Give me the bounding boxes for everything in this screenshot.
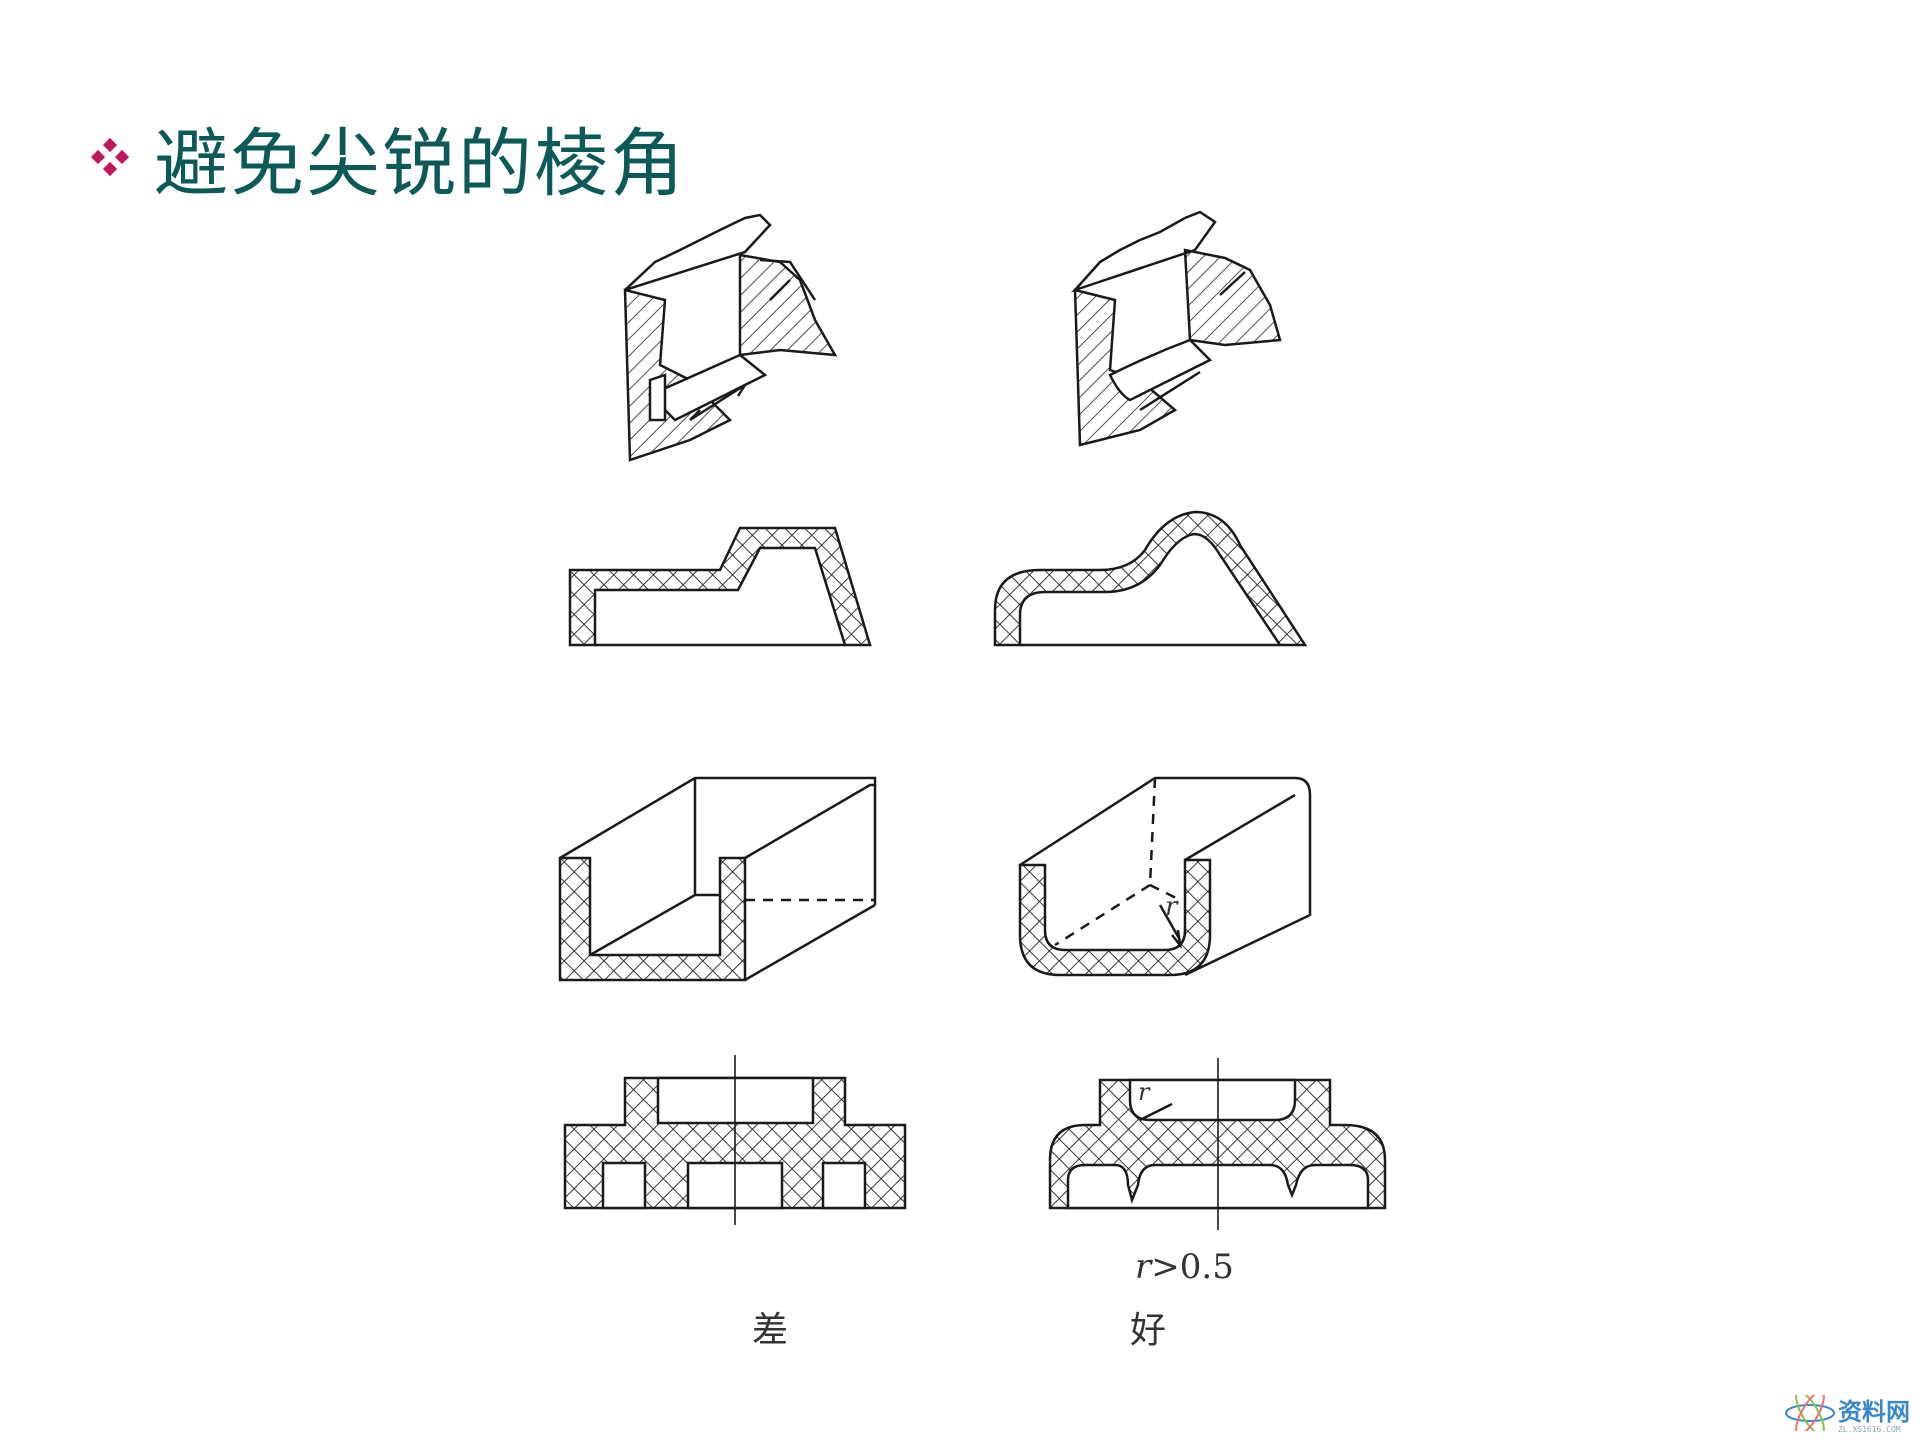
stepped-section-bad	[563, 1055, 907, 1225]
radius-note-r: r	[1135, 1247, 1153, 1287]
radius-note: r>0.5	[1135, 1247, 1234, 1287]
groove-section-good	[1070, 210, 1282, 447]
u-channel-bad	[558, 776, 877, 982]
profile-section-bad	[568, 526, 872, 647]
slide-title: 避免尖锐的棱角	[90, 112, 686, 207]
label-bad: 差	[752, 1310, 788, 1351]
stepped-section-good: r	[1048, 1058, 1387, 1230]
diamond-bullet-icon	[90, 137, 130, 177]
watermark: 资料网 ZL.XS1616.COM	[1782, 1392, 1910, 1434]
u-channel-good: r	[1018, 776, 1312, 977]
label-good: 好	[1130, 1310, 1166, 1351]
profile-section-good	[993, 510, 1308, 647]
r-mark-channel: r	[1165, 892, 1179, 922]
title-text: 避免尖锐的棱角	[154, 120, 686, 207]
radius-note-value: >0.5	[1151, 1247, 1234, 1287]
groove-section-bad	[623, 213, 838, 462]
watermark-site: ZL.XS1616.COM	[1838, 1425, 1901, 1434]
watermark-logo-icon	[1785, 1395, 1835, 1431]
r-mark-step: r	[1138, 1078, 1151, 1106]
watermark-name: 资料网	[1838, 1398, 1910, 1426]
